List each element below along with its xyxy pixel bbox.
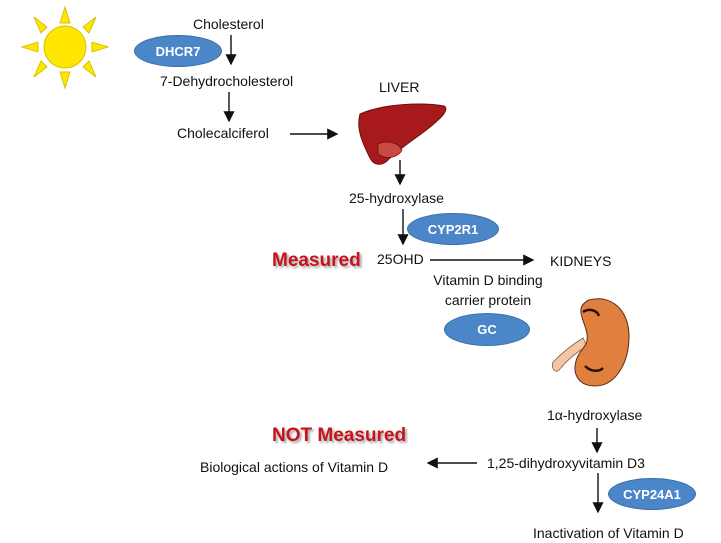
label-25ohd: 25OHD	[377, 251, 424, 267]
sun-icon	[20, 5, 110, 90]
label-inactivation: Inactivation of Vitamin D	[533, 525, 684, 541]
kidney-icon	[552, 298, 630, 387]
label-liver: LIVER	[379, 79, 420, 95]
label-1a-hydroxylase: 1α-hydroxylase	[547, 407, 643, 423]
label-25-hydroxylase: 25-hydroxylase	[349, 190, 444, 206]
enzyme-dhcr7: DHCR7	[134, 35, 222, 67]
label-binding-protein-line1: Vitamin D binding	[433, 272, 543, 288]
annotation-not-measured: NOT Measured	[272, 425, 407, 446]
label-biological-actions: Biological actions of Vitamin D	[200, 459, 389, 475]
enzyme-cyp24a1: CYP24A1	[608, 478, 696, 510]
label-binding-protein-line2: carrier protein	[444, 292, 532, 308]
label-7-dehydrocholesterol: 7-Dehydrocholesterol	[160, 73, 294, 89]
label-dihydroxyvitamin-d3: 1,25-dihydroxyvitamin D3	[487, 455, 645, 471]
label-cholecalciferol: Cholecalciferol	[177, 125, 269, 141]
enzyme-gc: GC	[444, 313, 530, 346]
annotation-measured: Measured	[272, 250, 361, 271]
liver-icon	[358, 103, 447, 165]
label-cholesterol: Cholesterol	[193, 16, 264, 32]
label-kidneys: KIDNEYS	[550, 253, 612, 269]
enzyme-cyp2r1: CYP2R1	[407, 213, 499, 245]
